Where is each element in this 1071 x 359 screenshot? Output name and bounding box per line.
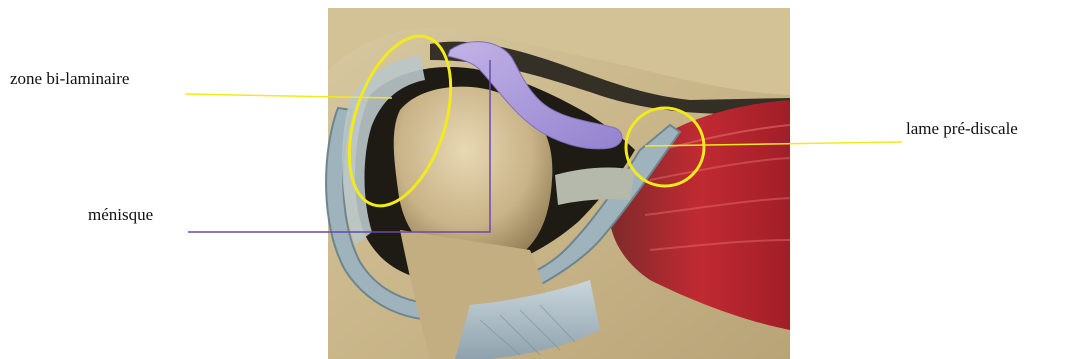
label-zone-bilaminaire: zone bi-laminaire <box>10 70 129 87</box>
label-menisque: ménisque <box>88 206 153 223</box>
label-lame-prediscale: lame pré-discale <box>906 120 1018 137</box>
